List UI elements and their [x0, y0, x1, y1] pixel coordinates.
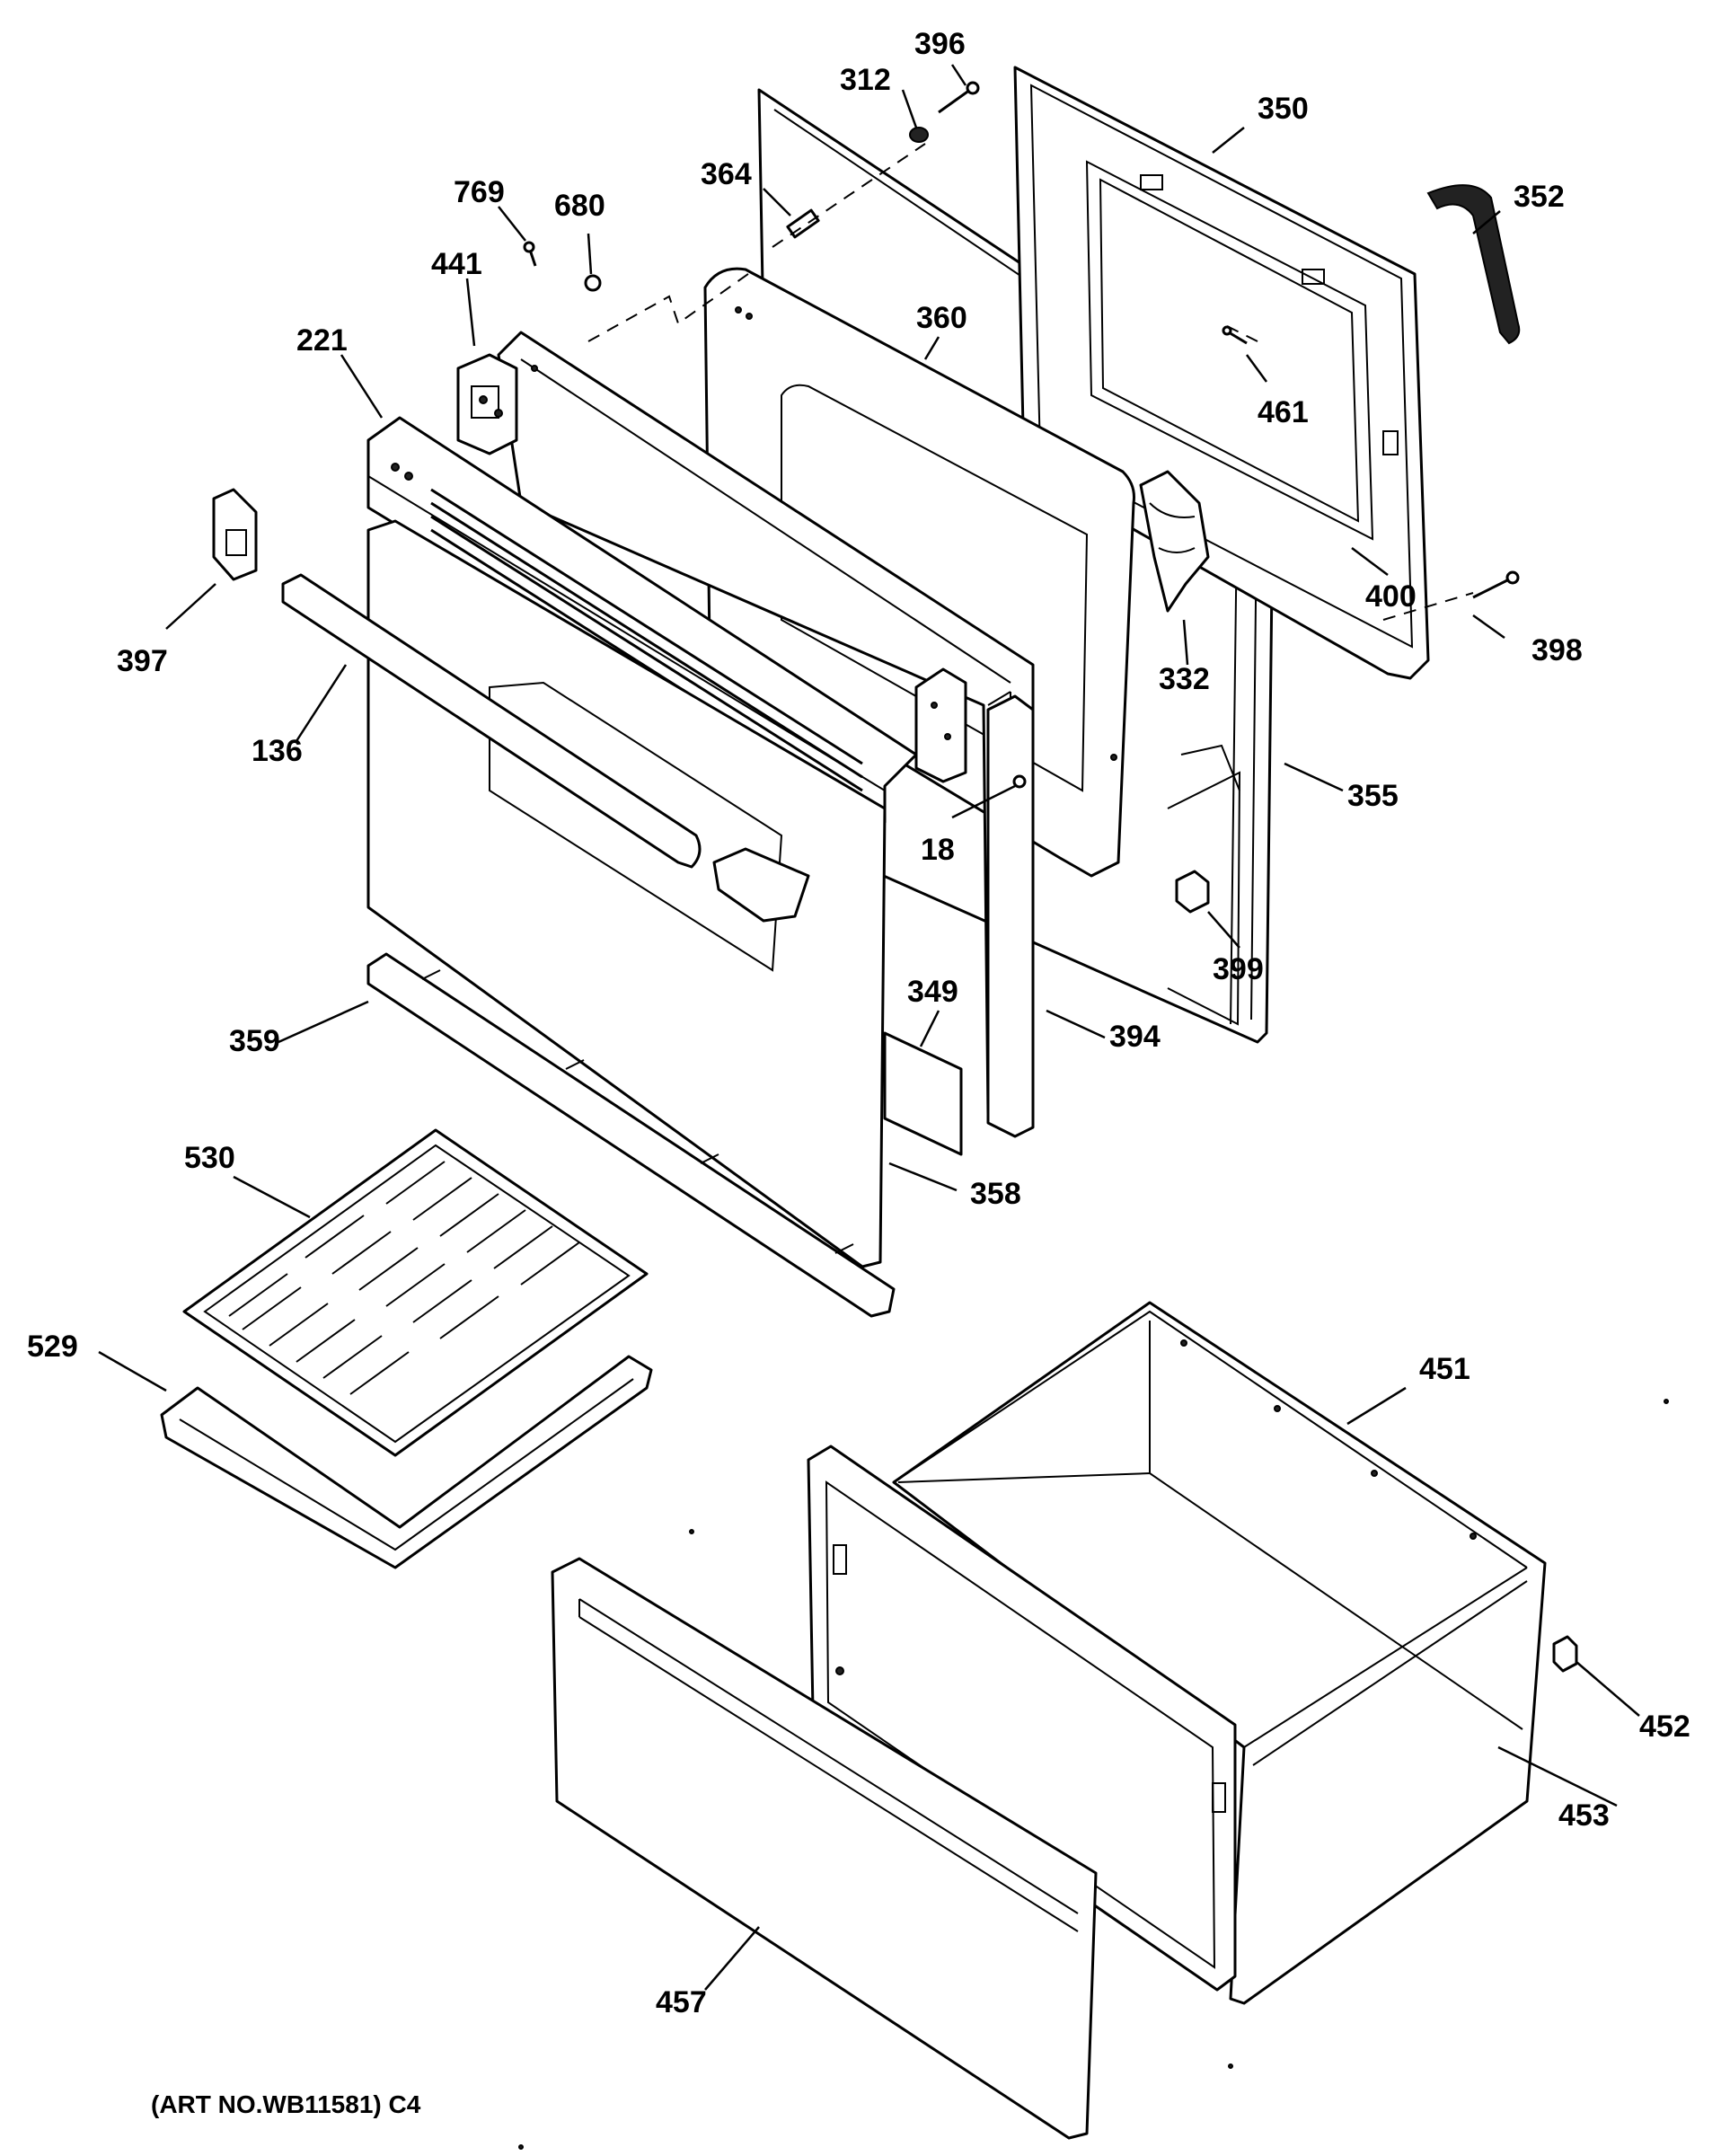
callout-441: 441 — [431, 247, 482, 281]
callout-529: 529 — [27, 1330, 78, 1364]
callout-136: 136 — [252, 734, 303, 768]
callout-332: 332 — [1159, 662, 1210, 696]
callout-18: 18 — [921, 833, 955, 867]
hidden-lines — [587, 143, 1474, 621]
callout-457: 457 — [656, 1985, 707, 2019]
broiler-grid-part — [182, 1128, 649, 1457]
callout-769: 769 — [454, 175, 505, 209]
leader-lines — [98, 64, 1640, 1991]
door-handle-part — [281, 573, 810, 923]
callout-labels: 396 312 350 352 364 769 680 441 360 221 … — [27, 27, 1690, 2019]
insulation-part — [1139, 470, 1210, 613]
callout-352: 352 — [1514, 180, 1565, 214]
callout-399: 399 — [1213, 952, 1264, 986]
vent-trim-part — [366, 416, 918, 824]
broiler-pan-part — [160, 1355, 653, 1569]
callout-360: 360 — [916, 301, 967, 335]
callout-358: 358 — [970, 1177, 1021, 1211]
callout-312: 312 — [840, 63, 891, 97]
callout-680: 680 — [554, 189, 605, 223]
callout-453: 453 — [1558, 1798, 1610, 1833]
callout-398: 398 — [1531, 633, 1583, 667]
callout-350: 350 — [1258, 92, 1309, 126]
label-part — [883, 1031, 963, 1156]
callout-364: 364 — [701, 157, 752, 191]
small-hardware — [212, 81, 1578, 1761]
callout-451: 451 — [1419, 1352, 1470, 1386]
drawer-box-part — [892, 1301, 1547, 2005]
callout-394: 394 — [1109, 1020, 1161, 1054]
drawer-front-part — [551, 1557, 1098, 2140]
callout-349: 349 — [907, 975, 958, 1009]
art-number-label: (ART NO.WB11581) C4 — [151, 2090, 421, 2118]
hinge-bracket-part — [456, 353, 518, 455]
callout-355: 355 — [1347, 779, 1399, 813]
bottom-trim-part — [366, 952, 896, 1318]
callout-452: 452 — [1639, 1710, 1690, 1744]
callout-461: 461 — [1258, 395, 1309, 429]
callout-530: 530 — [184, 1141, 235, 1175]
callout-396: 396 — [914, 27, 966, 61]
side-trim-part — [914, 667, 1035, 1138]
callout-359: 359 — [229, 1024, 280, 1058]
callout-400: 400 — [1365, 579, 1417, 614]
callout-397: 397 — [117, 644, 168, 678]
callout-221: 221 — [296, 323, 348, 358]
